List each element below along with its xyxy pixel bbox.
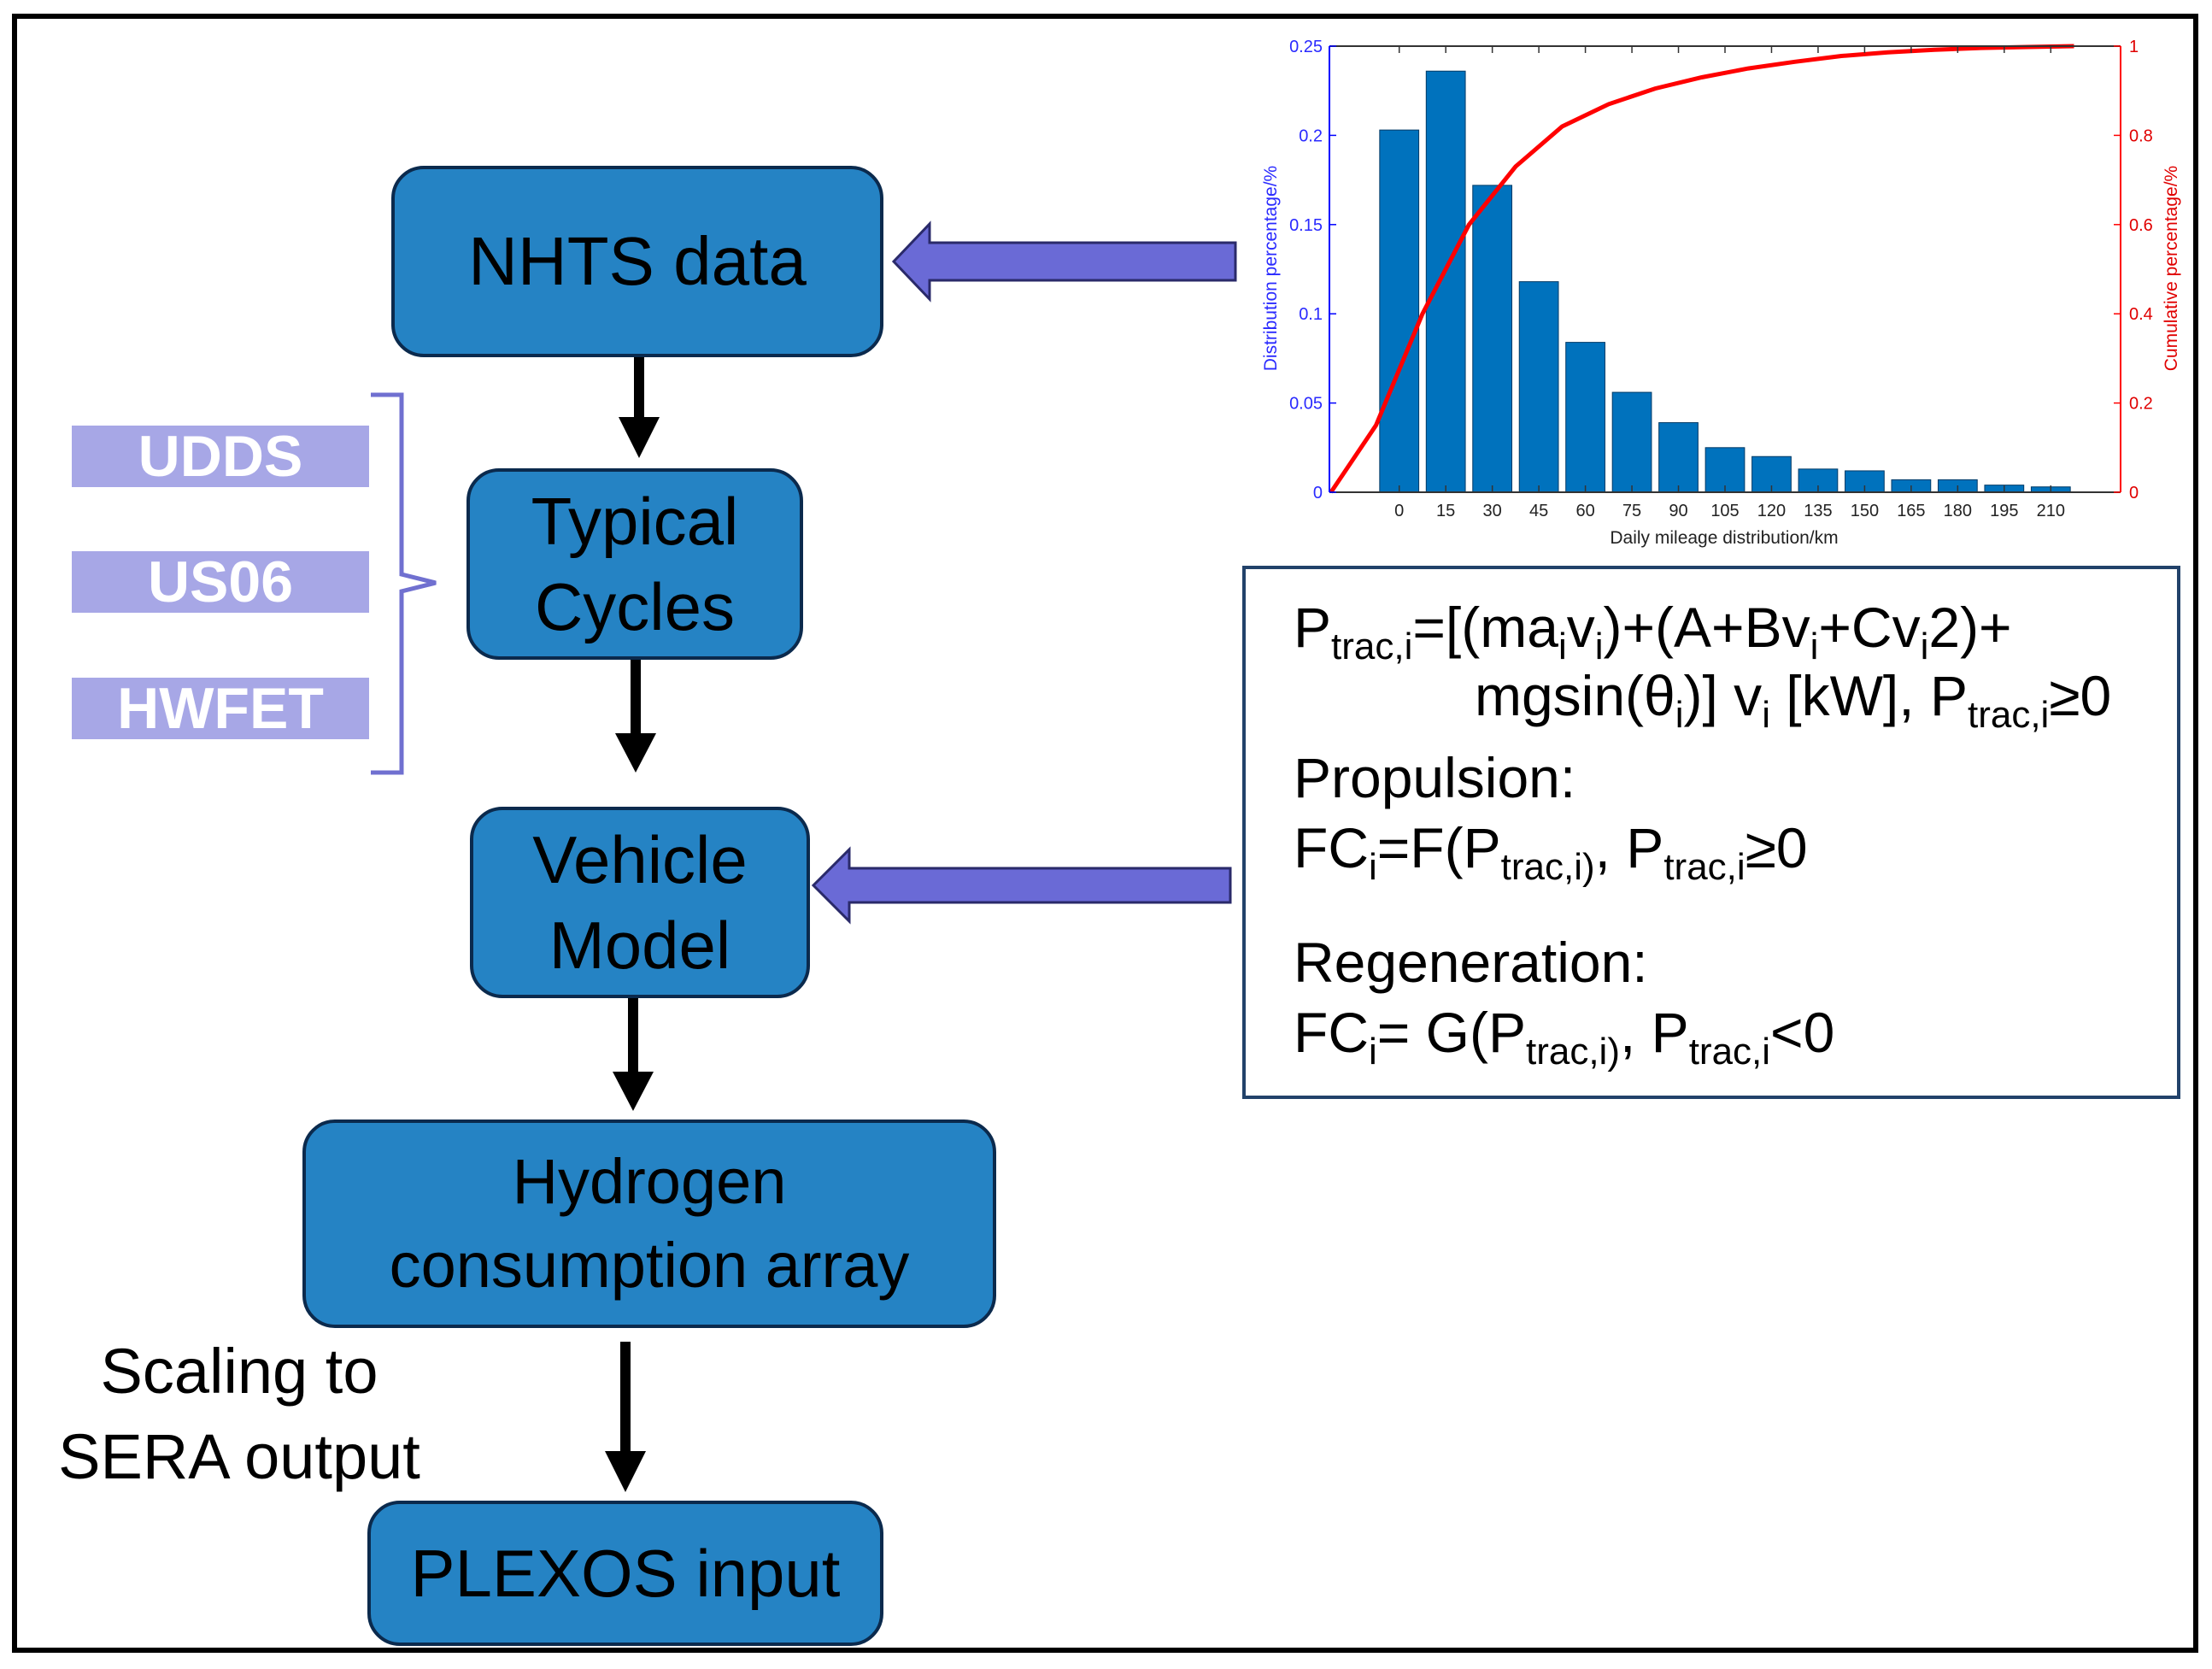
chart-ylabel: Distribution percentage/%: [1261, 166, 1281, 371]
x-tick-label-165: 165: [1897, 502, 1925, 520]
x-tick-label-30: 30: [1483, 502, 1502, 520]
y2-tick-label-0.2: 0.2: [2129, 395, 2153, 414]
scaling-line-1: Scaling to: [100, 1336, 378, 1407]
y-tick-label-0.2: 0.2: [1299, 126, 1323, 145]
arrow-equations-to-vehicle: [811, 846, 1232, 925]
y2-tick-label-0.8: 0.8: [2129, 126, 2153, 145]
typical-cycles-label-2: Cycles: [534, 569, 736, 644]
y2-tick-label-0.4: 0.4: [2129, 305, 2153, 324]
plexos-input-label: PLEXOS input: [410, 1535, 841, 1611]
nhts-data-box: NHTS data: [391, 166, 883, 357]
x-tick-label-15: 15: [1436, 502, 1455, 520]
vehicle-model-label-2: Model: [549, 908, 731, 983]
traction-equation-line-1: Ptrac,i=[(maivi)+(A+Bvi+Cvi2)+: [1294, 596, 2012, 667]
x-tick-label-120: 120: [1757, 502, 1786, 520]
vehicle-model-box: Vehicle Model: [470, 807, 810, 998]
bar-0: [1379, 129, 1420, 493]
scaling-note: Scaling to SERA output: [26, 1329, 453, 1500]
y2-tick-label-0.6: 0.6: [2129, 216, 2153, 235]
cycle-us06: US06: [72, 549, 369, 614]
x-tick-label-90: 90: [1669, 502, 1687, 520]
y2-tick-label-0: 0: [2129, 484, 2139, 502]
x-tick-label-45: 45: [1529, 502, 1548, 520]
propulsion-equation: FCi=F(Ptrac,i), Ptrac,i≥0: [1294, 816, 1808, 888]
mileage-chart: 0 15 30 45 60 75 90 105 120 135 150 165 180 195 210 0 0.…: [1261, 38, 2181, 548]
cycles-brace: [371, 392, 437, 775]
hydrogen-label-1: Hydrogen: [512, 1146, 787, 1217]
x-tick-label-180: 180: [1944, 502, 1972, 520]
typical-cycles-label-1: Typical: [531, 484, 739, 559]
propulsion-heading: Propulsion:: [1294, 746, 1576, 809]
traction-equation-line-2: mgsin(θi)] vi [kW], Ptrac,i≥0: [1475, 664, 2112, 736]
bar-45: [1518, 281, 1559, 493]
cumulative-line: [1329, 44, 2074, 494]
arrow-chart-to-nhts: [891, 220, 1237, 303]
y-tick-label-0: 0: [1313, 484, 1323, 502]
bar-75: [1611, 391, 1652, 493]
arrow-vehicle-to-hydrogen: [613, 998, 654, 1111]
chart-xlabel: Daily mileage distribution/km: [1610, 528, 1838, 548]
x-tick-label-210: 210: [2037, 502, 2065, 520]
chart-y2label: Cumulative percentage/%: [2162, 166, 2181, 371]
figure-frame: [12, 14, 2198, 1653]
y2-tick-label-1: 1: [2129, 38, 2139, 56]
bar-90: [1658, 422, 1699, 493]
equations-box: Ptrac,i=[(maivi)+(A+Bvi+Cvi2)+ mgsin(θi)…: [1242, 566, 2180, 1099]
arrow-hydrogen-to-plexos: [605, 1342, 646, 1492]
regeneration-heading: Regeneration:: [1294, 931, 1648, 994]
y-tick-label-0.25: 0.25: [1289, 38, 1323, 56]
bar-15: [1425, 70, 1466, 493]
y-tick-label-0.1: 0.1: [1299, 305, 1323, 324]
x-tick-label-105: 105: [1710, 502, 1739, 520]
regeneration-equation: FCi= G(Ptrac,i), Ptrac,i<0: [1294, 1001, 1835, 1073]
arrow-cycles-to-vehicle: [615, 660, 656, 773]
x-tick-label-135: 135: [1804, 502, 1832, 520]
scaling-line-2: SERA output: [58, 1421, 420, 1492]
vehicle-model-label-1: Vehicle: [532, 822, 748, 897]
y-tick-label-0.15: 0.15: [1289, 216, 1323, 235]
plexos-input-box: PLEXOS input: [367, 1501, 883, 1646]
y-tick-label-0.05: 0.05: [1289, 395, 1323, 414]
cycle-udds: UDDS: [72, 424, 369, 489]
bar-30: [1472, 185, 1513, 493]
x-tick-label-195: 195: [1990, 502, 2018, 520]
hydrogen-label-2: consumption array: [389, 1230, 910, 1301]
hydrogen-consumption-box: Hydrogen consumption array: [302, 1120, 996, 1328]
bar-60: [1565, 342, 1605, 493]
x-tick-label-0: 0: [1394, 502, 1404, 520]
x-tick-label-150: 150: [1851, 502, 1879, 520]
x-tick-label-75: 75: [1622, 502, 1641, 520]
x-tick-label-60: 60: [1575, 502, 1594, 520]
bar-105: [1704, 447, 1746, 493]
cycle-hwfet: HWFET: [72, 676, 369, 741]
nhts-data-label: NHTS data: [468, 223, 807, 299]
typical-cycles-box: Typical Cycles: [466, 468, 803, 660]
arrow-nhts-to-cycles: [619, 357, 660, 458]
